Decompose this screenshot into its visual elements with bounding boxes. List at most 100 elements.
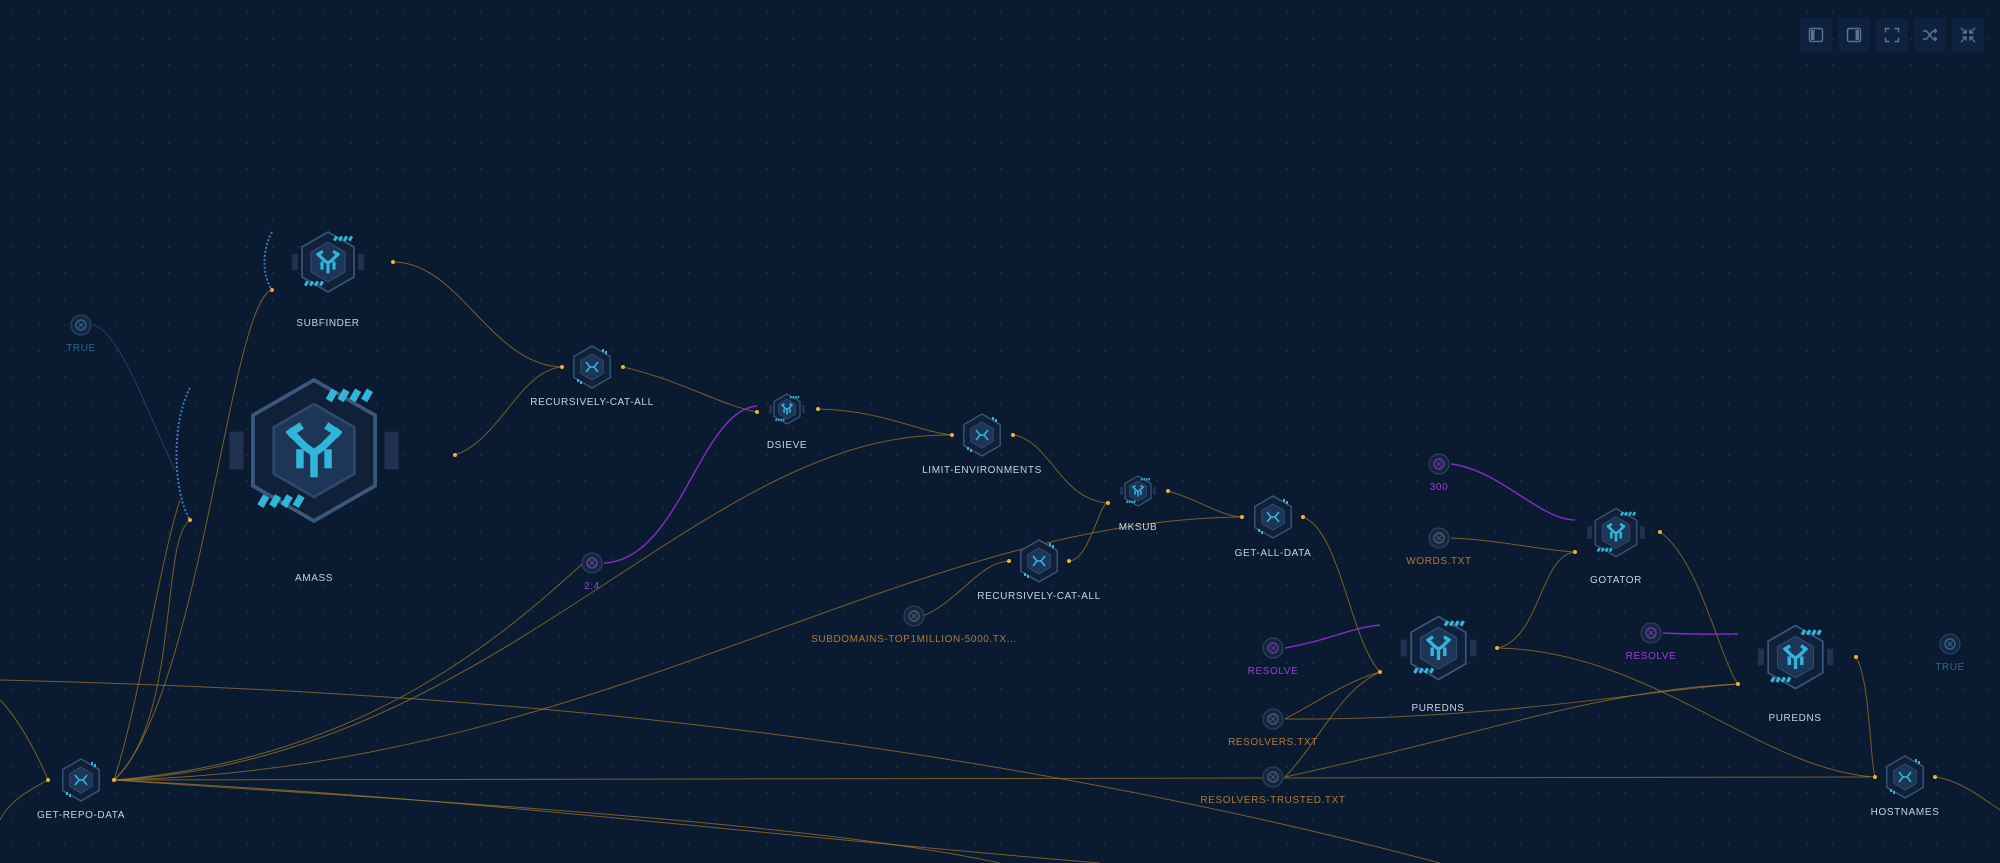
- input-label-resolvers-file: RESOLVERS.TXT: [1228, 737, 1318, 748]
- input-subdomains-file[interactable]: [902, 604, 926, 628]
- node-label-puredns-2: PUREDNS: [1768, 713, 1822, 724]
- port-dot[interactable]: [1166, 489, 1170, 493]
- operator-icon: [1020, 539, 1058, 583]
- node-gotator[interactable]: [1582, 502, 1650, 563]
- input-port-icon: [70, 314, 92, 336]
- port-dot[interactable]: [1106, 501, 1110, 505]
- port-dot[interactable]: [1301, 515, 1305, 519]
- input-port-icon: [1939, 633, 1961, 655]
- input-resolvers-file[interactable]: [1261, 707, 1285, 731]
- node-amass[interactable]: [215, 361, 413, 540]
- collapse-button[interactable]: [1952, 18, 1984, 52]
- port-dot[interactable]: [1873, 775, 1877, 779]
- edge: [1659, 531, 1739, 685]
- node-label-recursively-cat-all-2: RECURSIVELY-CAT-ALL: [977, 591, 1101, 602]
- port-dot[interactable]: [1067, 559, 1071, 563]
- port-dot[interactable]: [1011, 433, 1015, 437]
- edge: [0, 679, 1441, 863]
- node-mksub[interactable]: [1117, 472, 1159, 510]
- port-dot[interactable]: [1573, 550, 1577, 554]
- port-dot[interactable]: [1240, 515, 1244, 519]
- edge: [113, 779, 1001, 863]
- input-label-depth: 2:4: [584, 581, 600, 592]
- edge: [113, 554, 593, 781]
- input-port-icon: [1262, 766, 1284, 788]
- shuffle-layout-button[interactable]: [1914, 18, 1946, 52]
- port-dot[interactable]: [1658, 530, 1662, 534]
- port-dot[interactable]: [1854, 655, 1858, 659]
- node-recursively-cat-all-1[interactable]: [566, 343, 618, 391]
- port-dot[interactable]: [1933, 775, 1937, 779]
- edge: [1167, 490, 1243, 518]
- port-dot[interactable]: [453, 453, 457, 457]
- input-resolvers-trusted-file[interactable]: [1261, 765, 1285, 789]
- edge: [1662, 632, 1739, 635]
- node-recursively-cat-all-2[interactable]: [1013, 537, 1065, 585]
- node-puredns-1[interactable]: [1394, 608, 1483, 688]
- input-port-icon: [903, 605, 925, 627]
- input-port-icon: [1262, 708, 1284, 730]
- toggle-left-panel-button[interactable]: [1800, 18, 1832, 52]
- edge: [113, 779, 1101, 863]
- input-words-file[interactable]: [1427, 526, 1451, 550]
- input-label-300: 300: [1429, 482, 1449, 493]
- node-subfinder[interactable]: [286, 224, 370, 300]
- edge: [817, 408, 953, 436]
- node-hostnames[interactable]: [1879, 753, 1931, 801]
- input-label-words-file: WORDS.TXT: [1406, 556, 1472, 567]
- port-dot[interactable]: [46, 778, 50, 782]
- input-300[interactable]: [1427, 452, 1451, 476]
- node-label-limit-environments: LIMIT-ENVIRONMENTS: [922, 465, 1042, 476]
- edge: [1284, 683, 1739, 720]
- port-dot[interactable]: [391, 260, 395, 264]
- node-label-amass: AMASS: [294, 573, 334, 584]
- operator-icon: [963, 413, 1001, 457]
- input-true-1[interactable]: [69, 313, 93, 337]
- input-port-icon: [1428, 527, 1450, 549]
- node-label-get-all-data: GET-ALL-DATA: [1234, 548, 1312, 559]
- edge: [392, 261, 563, 368]
- node-label-mksub: MKSUB: [1118, 522, 1158, 533]
- operator-icon: [1886, 755, 1924, 799]
- edge: [113, 516, 1243, 781]
- edge: [0, 779, 49, 821]
- edge: [454, 366, 563, 456]
- edge: [1496, 551, 1576, 649]
- edge: [1284, 671, 1381, 720]
- port-dot[interactable]: [1378, 670, 1382, 674]
- edge: [1855, 656, 1876, 778]
- fullscreen-icon: [1884, 27, 1900, 43]
- edge: [113, 519, 191, 781]
- port-dot[interactable]: [112, 778, 116, 782]
- node-get-all-data[interactable]: [1247, 493, 1299, 541]
- module-icon: [1757, 624, 1833, 690]
- fullscreen-button[interactable]: [1876, 18, 1908, 52]
- input-port-icon: [1428, 453, 1450, 475]
- edge: [113, 499, 181, 781]
- input-resolve-2[interactable]: [1639, 621, 1663, 645]
- port-dot[interactable]: [1736, 682, 1740, 686]
- port-dot[interactable]: [560, 365, 564, 369]
- input-true-2[interactable]: [1938, 632, 1962, 656]
- port-dot[interactable]: [1007, 559, 1011, 563]
- port-dot[interactable]: [1495, 646, 1499, 650]
- node-limit-environments[interactable]: [956, 411, 1008, 459]
- input-label-subdomains-file: SUBDOMAINS-TOP1MILLION-5000.TX...: [811, 634, 1017, 645]
- port-dot[interactable]: [816, 407, 820, 411]
- node-puredns-2[interactable]: [1751, 617, 1840, 697]
- input-depth[interactable]: [580, 551, 604, 575]
- node-dsieve[interactable]: [766, 390, 808, 428]
- input-label-true-1: TRUE: [66, 343, 96, 354]
- edge: [1012, 434, 1109, 504]
- port-dot[interactable]: [755, 410, 759, 414]
- module-icon: [1587, 507, 1645, 557]
- node-label-subfinder: SUBFINDER: [296, 318, 360, 329]
- input-resolve-1[interactable]: [1261, 636, 1285, 660]
- operator-icon: [62, 758, 100, 802]
- port-dot[interactable]: [621, 365, 625, 369]
- toggle-right-panel-button[interactable]: [1838, 18, 1870, 52]
- port-dot[interactable]: [950, 433, 954, 437]
- node-get-repo-data[interactable]: [55, 756, 107, 804]
- module-icon: [769, 393, 805, 425]
